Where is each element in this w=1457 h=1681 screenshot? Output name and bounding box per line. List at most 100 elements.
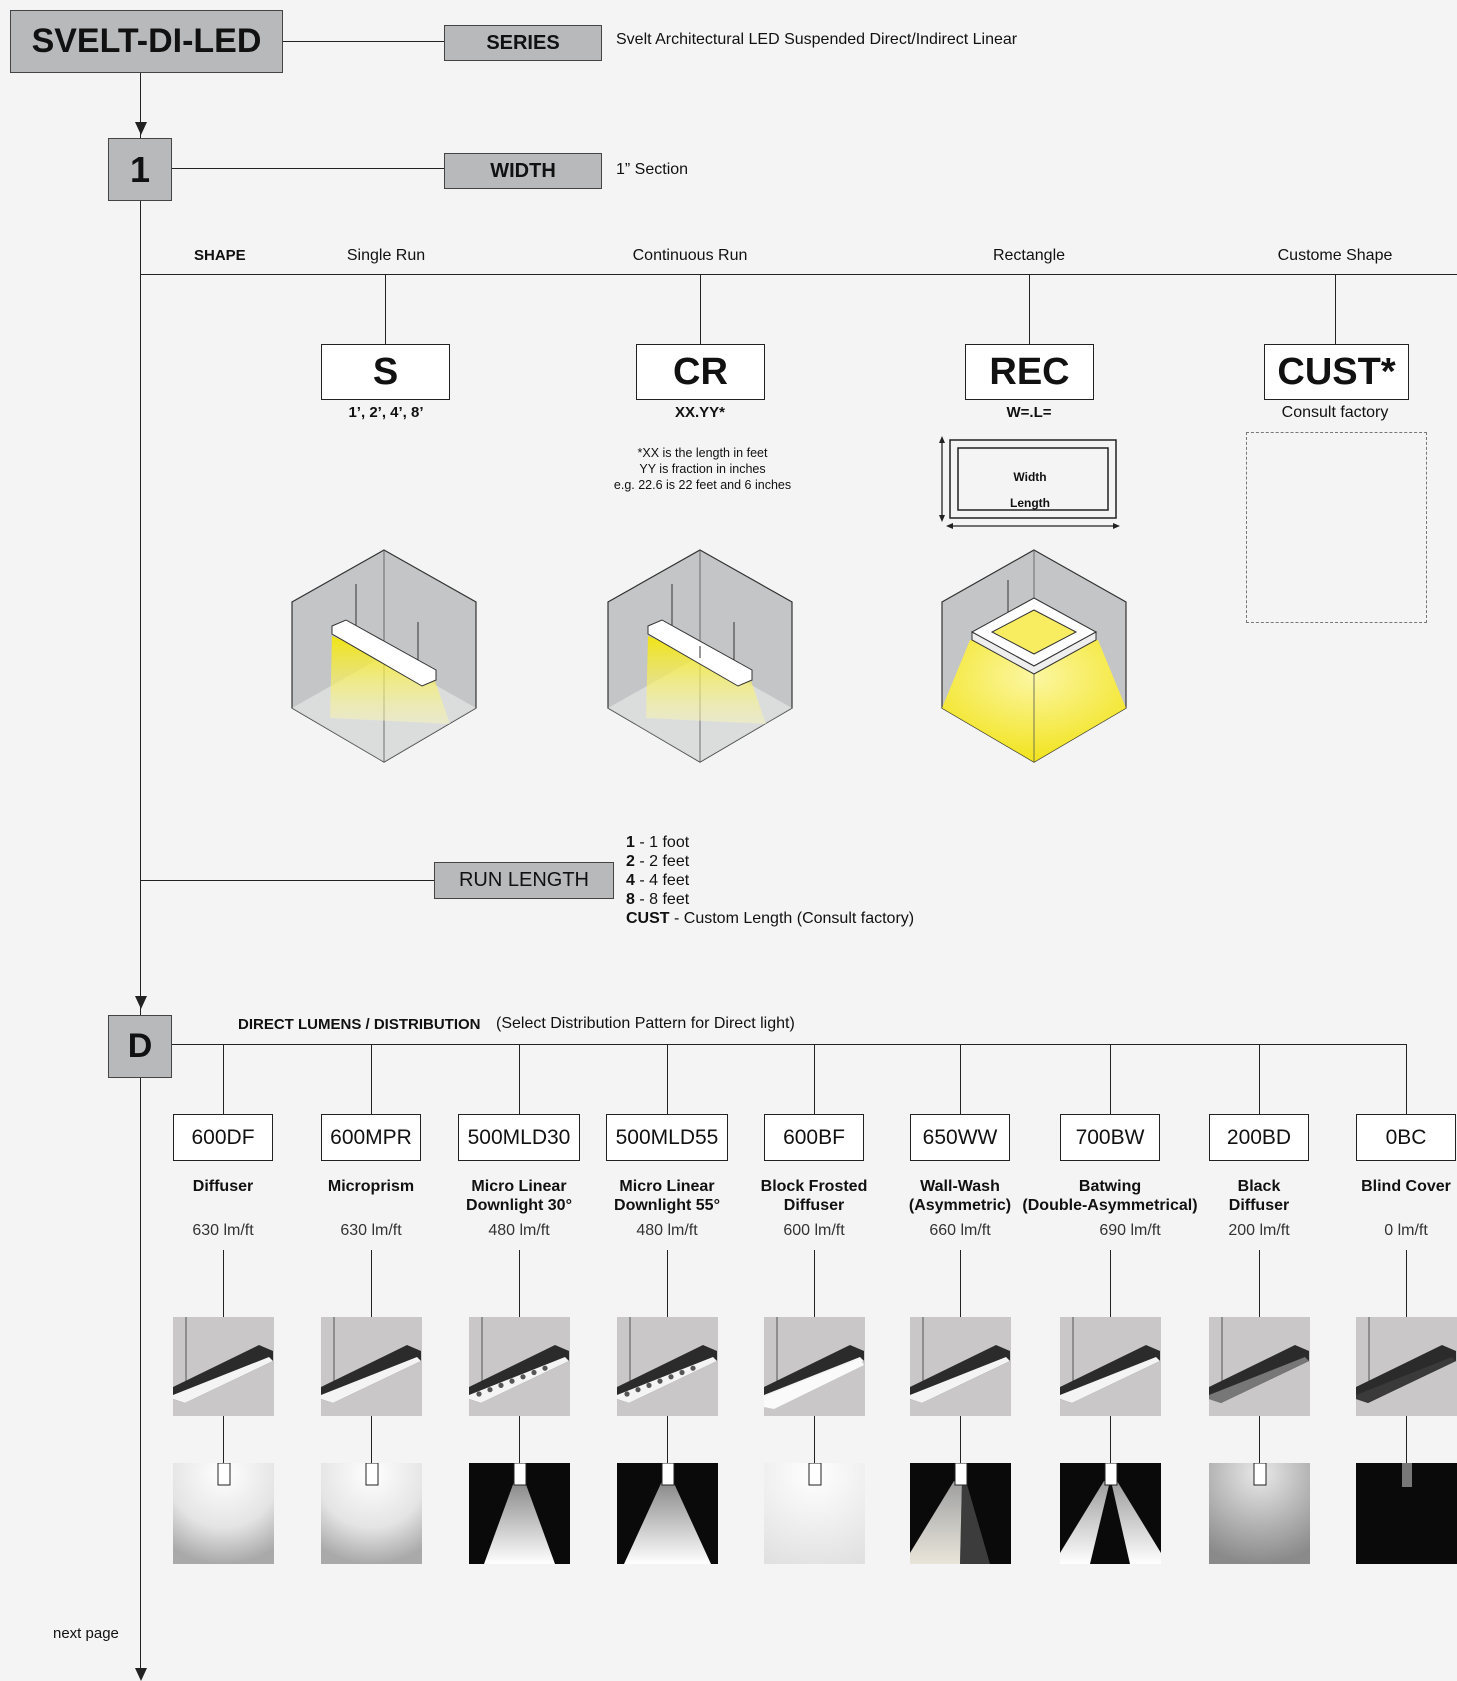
shape-code-cr[interactable]: CR	[636, 344, 765, 400]
shape-sub-single-run: 1’, 2’, 4’, 8’	[348, 404, 424, 421]
dist-connector-mid	[519, 1250, 520, 1318]
dist-connector-top	[223, 1044, 224, 1114]
shape-title-rectangle: Rectangle	[992, 247, 1066, 264]
dist-code-box[interactable]: 600BF	[764, 1114, 864, 1161]
dist-connector-low	[667, 1416, 668, 1464]
dist-code-box[interactable]: 0BC	[1356, 1114, 1456, 1161]
rectangle-length-label: Length	[1010, 496, 1050, 510]
dist-lumens: 600 lm/ft	[783, 1222, 845, 1239]
note-line: *XX is the length in feet	[637, 446, 768, 460]
shape-sub-custom: Consult factory	[1281, 404, 1389, 421]
distribution-thumbnail	[910, 1463, 1011, 1564]
rectangle-connector	[1029, 274, 1030, 344]
dist-connector-low	[223, 1416, 224, 1464]
dist-lumens: 480 lm/ft	[488, 1222, 550, 1239]
fixture-thumbnail	[910, 1317, 1011, 1416]
dist-connector-low	[519, 1416, 520, 1464]
note-line: e.g. 22.6 is 22 feet and 6 inches	[613, 478, 792, 492]
dist-code-box[interactable]: 500MLD30	[458, 1114, 580, 1161]
dist-connector-top	[814, 1044, 815, 1114]
distribution-thumbnail	[764, 1463, 865, 1564]
dist-connector-low	[1110, 1416, 1111, 1464]
dist-connector-low	[1406, 1416, 1407, 1464]
dist-code-box[interactable]: 650WW	[910, 1114, 1010, 1161]
dist-code-box[interactable]: 600DF	[173, 1114, 273, 1161]
dist-connector-top	[960, 1044, 961, 1114]
dist-connector-mid	[223, 1250, 224, 1318]
dist-connector-mid	[1110, 1250, 1111, 1318]
fixture-thumbnail	[764, 1317, 865, 1416]
dist-code-box[interactable]: 200BD	[1209, 1114, 1309, 1161]
continuous-run-connector	[700, 274, 701, 344]
run-length-item[interactable]: 2 - 2 feet	[626, 853, 690, 870]
dist-lumens: 200 lm/ft	[1228, 1222, 1290, 1239]
dist-connector-low	[371, 1416, 372, 1464]
fixture-thumbnail	[469, 1317, 570, 1416]
dist-connector-top	[1110, 1044, 1111, 1114]
shape-code-rec[interactable]: REC	[965, 344, 1094, 400]
distribution-thumbnail	[1209, 1463, 1310, 1564]
distribution-thumbnail	[173, 1463, 274, 1564]
shape-title-custom: Custome Shape	[1277, 247, 1393, 264]
shape-sub-continuous-run: XX.YY*	[674, 404, 726, 421]
run-length-item[interactable]: 1 - 1 foot	[626, 834, 690, 851]
run-length-label: RUN LENGTH	[458, 869, 589, 891]
fixture-thumbnail	[1356, 1317, 1457, 1416]
dist-connector-top	[371, 1044, 372, 1114]
dist-connector-top	[1406, 1044, 1407, 1114]
fixture-thumbnail	[321, 1317, 422, 1416]
arrow-next-page	[135, 1668, 147, 1681]
run-length-item[interactable]: 8 - 8 feet	[626, 891, 690, 908]
direct-step-box: D	[108, 1015, 172, 1078]
run-length-list: 1 - 1 foot 2 - 2 feet 4 - 4 feet 8 - 8 f…	[626, 833, 914, 928]
width-label-box: WIDTH	[444, 153, 602, 189]
custom-connector	[1335, 274, 1336, 344]
single-run-illustration	[291, 549, 477, 763]
dist-lumens: 660 lm/ft	[929, 1222, 991, 1239]
dist-connector-low	[814, 1416, 815, 1464]
dist-name: Microprism	[327, 1178, 415, 1195]
dist-connector-top	[667, 1044, 668, 1114]
fixture-thumbnail	[1209, 1317, 1310, 1416]
shape-title-continuous-run: Continuous Run	[632, 247, 748, 264]
dist-connector-low	[960, 1416, 961, 1464]
distribution-thumbnail	[469, 1463, 570, 1564]
shape-title-single-run: Single Run	[346, 247, 426, 264]
distribution-thumbnail	[1060, 1463, 1161, 1564]
shape-code-s[interactable]: S	[321, 344, 450, 400]
single-run-connector	[385, 274, 386, 344]
dist-code-box[interactable]: 500MLD55	[606, 1114, 728, 1161]
dist-name: Batwing(Double-Asymmetrical)	[1022, 1178, 1198, 1214]
fixture-thumbnail	[173, 1317, 274, 1416]
note-line: YY is fraction in inches	[639, 462, 766, 476]
run-length-item[interactable]: CUST - Custom Length (Consult factory)	[626, 910, 915, 927]
dist-connector-mid	[1406, 1250, 1407, 1318]
dist-connector-low	[1259, 1416, 1260, 1464]
rectangle-illustration	[941, 549, 1127, 763]
series-description: Svelt Architectural LED Suspended Direct…	[616, 31, 1018, 48]
width-connector	[172, 168, 445, 169]
rectangle-width-label: Width	[1013, 470, 1047, 484]
shape-bus-line	[140, 274, 1457, 275]
rectangle-dimension-diagram	[939, 436, 1120, 529]
distribution-thumbnail	[617, 1463, 718, 1564]
direct-bus-line	[172, 1044, 1407, 1045]
run-length-label-box: RUN LENGTH	[434, 862, 614, 899]
dist-code-box[interactable]: 700BW	[1060, 1114, 1160, 1161]
dist-lumens: 0 lm/ft	[1384, 1222, 1428, 1239]
series-connector	[283, 41, 445, 42]
shape-code-cust[interactable]: CUST*	[1264, 344, 1409, 400]
next-page-label: next page	[53, 1625, 119, 1642]
series-code-box: SVELT-DI-LED	[10, 10, 283, 73]
dist-name: Wall-Wash(Asymmetric)	[908, 1178, 1012, 1214]
dist-connector-mid	[371, 1250, 372, 1318]
width-description: 1” Section	[616, 161, 689, 178]
run-length-item[interactable]: 4 - 4 feet	[626, 872, 690, 889]
dist-code-box[interactable]: 600MPR	[321, 1114, 421, 1161]
fixture-thumbnail	[617, 1317, 718, 1416]
dist-lumens: 630 lm/ft	[192, 1222, 254, 1239]
